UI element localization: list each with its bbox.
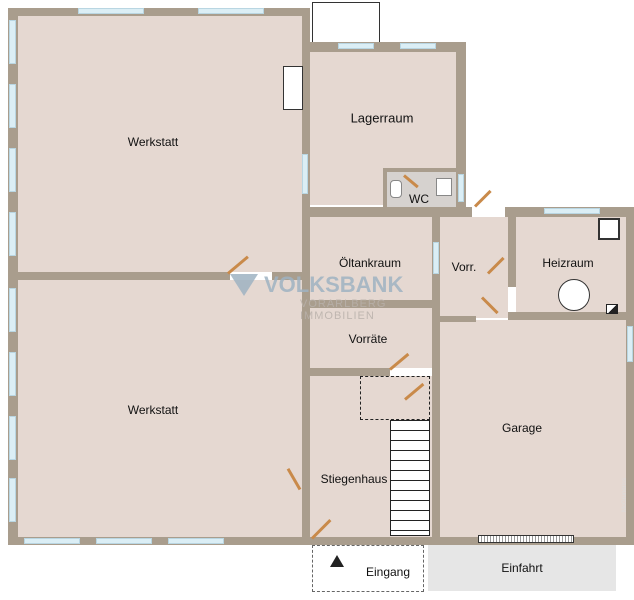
- window: [9, 212, 16, 256]
- window: [627, 326, 633, 362]
- window: [9, 352, 16, 396]
- room-garage: [440, 320, 626, 537]
- window: [338, 43, 374, 49]
- label-eingang: Eingang: [365, 565, 411, 579]
- window: [96, 538, 152, 544]
- watermark: VOLKSBANK VORARLBERG IMMOBILIEN: [230, 272, 403, 322]
- label-wc: WC: [409, 192, 429, 206]
- staircase: [390, 420, 430, 536]
- window: [78, 8, 144, 14]
- watermark-line2: VORARLBERG: [300, 298, 387, 310]
- watermark-line3: IMMOBILIEN: [300, 310, 375, 322]
- wall: [8, 8, 310, 16]
- room-vorr: [440, 217, 508, 318]
- window-shaft: [283, 66, 303, 110]
- wall: [8, 8, 18, 545]
- wall: [8, 537, 634, 545]
- boiler: [558, 279, 590, 311]
- window: [9, 20, 16, 64]
- entrance-arrow-icon: [330, 555, 344, 567]
- wall: [508, 217, 516, 287]
- window: [9, 288, 16, 332]
- wall: [626, 207, 634, 545]
- chimney: [598, 218, 620, 240]
- wall: [302, 207, 472, 217]
- window: [9, 84, 16, 128]
- wall: [440, 316, 476, 322]
- window: [168, 538, 224, 544]
- wall: [310, 300, 432, 308]
- window: [9, 416, 16, 460]
- window: [302, 154, 308, 194]
- wall: [383, 168, 456, 172]
- label-vorraete: Vorräte: [348, 332, 388, 346]
- wall: [456, 42, 466, 210]
- annex-outline: [312, 2, 380, 42]
- label-werkstatt-top: Werkstatt: [127, 135, 179, 149]
- volksbank-logo-icon: [230, 274, 258, 296]
- window: [198, 8, 264, 14]
- wall: [310, 368, 390, 376]
- fuse-box: [606, 304, 618, 314]
- stair-outline-dashed: [360, 376, 430, 420]
- wall: [302, 8, 310, 545]
- window: [24, 538, 80, 544]
- label-werkstatt-bottom: Werkstatt: [127, 403, 179, 417]
- door[interactable]: [473, 189, 492, 208]
- label-heizraum: Heizraum: [542, 256, 594, 270]
- wall: [432, 217, 440, 537]
- label-vorr: Vorr.: [451, 260, 477, 274]
- label-stiegenhaus: Stiegenhaus: [320, 472, 388, 486]
- room-einfahrt: [428, 545, 616, 591]
- label-garage: Garage: [501, 421, 543, 435]
- wall: [302, 42, 466, 52]
- label-oeltankraum: Öltankraum: [338, 256, 402, 270]
- wall: [18, 272, 230, 280]
- window: [458, 174, 464, 202]
- room-eingang: [312, 545, 424, 592]
- window: [544, 208, 600, 214]
- room-oeltankraum: [310, 217, 432, 300]
- window: [400, 43, 436, 49]
- label-lagerraum: Lagerraum: [350, 110, 414, 126]
- label-einfahrt: Einfahrt: [501, 561, 543, 575]
- credit: McGrundriss: [622, 477, 628, 512]
- window: [9, 478, 16, 522]
- wall: [272, 272, 302, 280]
- wall: [508, 312, 626, 320]
- room-vorraete: [310, 308, 432, 368]
- window: [9, 148, 16, 192]
- wall: [383, 168, 387, 208]
- room-werkstatt-top: [18, 16, 302, 272]
- garage-door: [478, 535, 574, 543]
- window: [433, 242, 439, 274]
- toilet: [390, 180, 402, 198]
- room-werkstatt-bottom: [18, 280, 302, 537]
- sink: [436, 178, 452, 196]
- watermark-line1: VOLKSBANK: [264, 272, 404, 297]
